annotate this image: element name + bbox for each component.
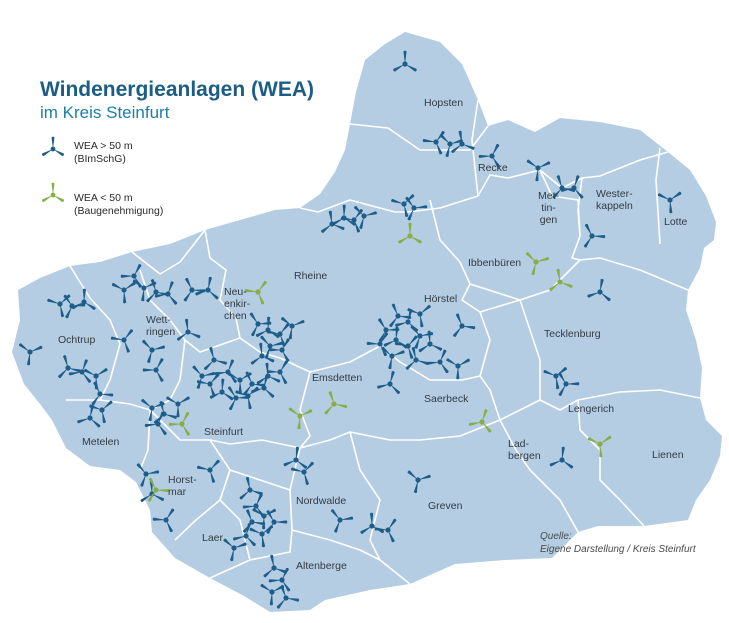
place-label: Metelen bbox=[82, 436, 120, 448]
municipality-borders bbox=[66, 99, 701, 585]
place-ladbergen: Lad-bergen bbox=[508, 438, 541, 462]
place-label: mar bbox=[168, 486, 187, 498]
place-label: Greven bbox=[428, 500, 463, 512]
place-label: Hörstel bbox=[424, 293, 458, 305]
district-shape bbox=[12, 32, 722, 612]
place-tecklenburg: Tecklenburg bbox=[544, 328, 601, 340]
legend-item-large: WEA > 50 m (BImSchG) bbox=[74, 140, 133, 166]
place-emsdetten: Emsdetten bbox=[312, 372, 362, 384]
place-label: Altenberge bbox=[296, 560, 347, 572]
place-label: chen bbox=[224, 310, 247, 322]
place-wettringen: Wett-ringen bbox=[146, 314, 175, 338]
place-label: bergen bbox=[508, 450, 541, 462]
place-horstmar: Horst-mar bbox=[168, 474, 197, 498]
place-label: ringen bbox=[146, 326, 176, 338]
place-label: Met- bbox=[538, 190, 559, 202]
turbine-green-icon bbox=[41, 182, 65, 203]
place-label: Horst- bbox=[168, 474, 197, 486]
place-label: Emsdetten bbox=[312, 372, 363, 384]
place-label: Wett- bbox=[146, 314, 171, 326]
place-steinfurt: Steinfurt bbox=[204, 426, 243, 438]
place-greven: Greven bbox=[428, 500, 462, 512]
place-westerkappeln: Wester-kappeln bbox=[596, 188, 633, 212]
place-label: Ochtrup bbox=[58, 334, 96, 346]
place-altenberge: Altenberge bbox=[296, 560, 347, 572]
source-label: Quelle: bbox=[540, 531, 572, 542]
place-laer: Laer bbox=[202, 532, 223, 544]
turbine-blue-icon bbox=[41, 136, 65, 157]
place-lengerich: Lengerich bbox=[568, 403, 614, 415]
place-label: Lengerich bbox=[568, 403, 615, 415]
place-label: Steinfurt bbox=[204, 426, 244, 438]
legend-large-note: (BImSchG) bbox=[74, 153, 126, 165]
place-label: Nordwalde bbox=[296, 495, 347, 507]
place-rheine: Rheine bbox=[294, 270, 327, 282]
source-text: Eigene Darstellung / Kreis Steinfurt bbox=[540, 544, 696, 555]
place-lienen: Lienen bbox=[652, 449, 684, 461]
place-hopsten: Hopsten bbox=[424, 97, 463, 109]
place-ibbenbueren: Ibbenbüren bbox=[468, 257, 521, 269]
place-ochtrup: Ochtrup bbox=[58, 334, 95, 346]
place-nordwalde: Nordwalde bbox=[296, 495, 346, 507]
legend-small-label: WEA < 50 m bbox=[74, 192, 133, 204]
legend-small-note: (Baugenehmigung) bbox=[74, 205, 164, 217]
place-label: Hopsten bbox=[424, 97, 464, 109]
place-label: Neu- bbox=[224, 286, 247, 298]
place-label: Tecklenburg bbox=[544, 328, 601, 340]
place-metelen: Metelen bbox=[82, 436, 119, 448]
place-neuenkirchen: Neu-enkir-chen bbox=[224, 286, 250, 322]
place-label: gen bbox=[539, 214, 558, 226]
place-lotte: Lotte bbox=[664, 216, 687, 228]
place-label: Rheine bbox=[294, 270, 328, 282]
place-label: Lad- bbox=[508, 438, 530, 450]
place-label: Wester- bbox=[596, 188, 633, 200]
map-subtitle: im Kreis Steinfurt bbox=[40, 103, 170, 122]
place-label: kappeln bbox=[596, 200, 633, 212]
source-note: Quelle: Eigene Darstellung / Kreis Stein… bbox=[540, 530, 696, 556]
place-hoerstel: Hörstel bbox=[424, 293, 457, 305]
place-label: Saerbeck bbox=[424, 393, 469, 405]
place-label: enkir- bbox=[224, 298, 251, 310]
place-label: tin- bbox=[541, 202, 556, 214]
place-label: Lienen bbox=[652, 449, 684, 461]
map-title: Windenergieanlagen (WEA) bbox=[40, 78, 314, 101]
legend-item-small: WEA < 50 m (Baugenehmigung) bbox=[74, 192, 163, 218]
place-label: Laer bbox=[202, 532, 224, 544]
place-recke: Recke bbox=[478, 162, 508, 174]
place-saerbeck: Saerbeck bbox=[424, 393, 468, 405]
place-label: Lotte bbox=[664, 216, 688, 228]
legend-large-label: WEA > 50 m bbox=[74, 140, 133, 152]
place-mettingen: Met-tin-gen bbox=[538, 190, 559, 226]
place-label: Ibbenbüren bbox=[468, 257, 522, 269]
place-label: Recke bbox=[478, 162, 508, 174]
